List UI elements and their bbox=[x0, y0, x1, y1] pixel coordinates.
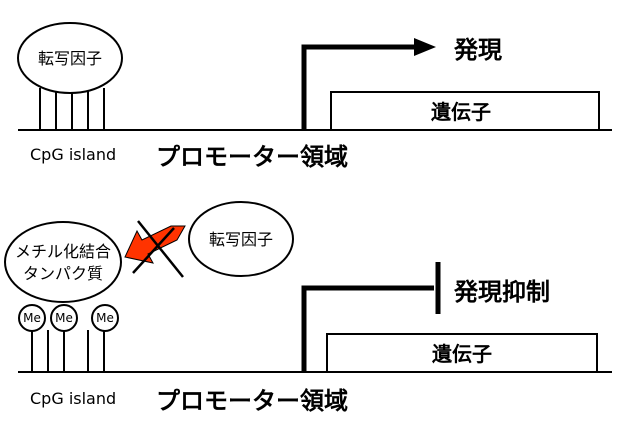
promoter-region-label: プロモーター領域 bbox=[156, 387, 348, 415]
cpg-island-ticks bbox=[31, 330, 105, 372]
gene-label: 遺伝子 bbox=[432, 342, 492, 366]
transcription-factor-ellipse bbox=[188, 201, 294, 277]
repression-line bbox=[301, 285, 434, 372]
cpg-island-label: CpG island bbox=[30, 389, 116, 408]
methyl-group-3: Me bbox=[91, 304, 119, 332]
promoter-region-label: プロモーター領域 bbox=[156, 143, 348, 171]
gene-box bbox=[326, 333, 598, 373]
methyl-binding-protein-ellipse bbox=[4, 221, 122, 303]
transcription-factor-label: 転写因子 bbox=[209, 230, 273, 249]
gene-label: 遺伝子 bbox=[431, 100, 491, 124]
methyl-binding-protein-label-line1: メチル化結合 bbox=[15, 242, 111, 261]
expression-arrow-line bbox=[301, 44, 418, 130]
methyl-group-2: Me bbox=[50, 304, 78, 332]
methyl-label: Me bbox=[55, 311, 73, 325]
bottom-panel: Me Me Me メチル化結合 タンパク質 転写因子 発現抑制 遺伝子 bbox=[4, 201, 612, 415]
methyl-group-1: Me bbox=[18, 304, 46, 332]
methyl-label: Me bbox=[23, 311, 41, 325]
methyl-label: Me bbox=[96, 311, 114, 325]
methyl-binding-protein-label-line2: タンパク質 bbox=[23, 264, 103, 283]
gene-box bbox=[330, 91, 600, 131]
cpg-island-label: CpG island bbox=[30, 145, 116, 164]
transcription-factor-label: 転写因子 bbox=[38, 49, 102, 68]
expression-arrow-head bbox=[414, 38, 436, 56]
blocked-cross-mark bbox=[132, 220, 184, 278]
blocked-binding-arrow bbox=[124, 225, 186, 264]
expression-label: 発現 bbox=[453, 36, 502, 64]
top-panel: 転写因子 発現 遺伝子 CpG island プロモーター領域 bbox=[17, 22, 612, 171]
cpg-island-ticks bbox=[39, 88, 105, 130]
transcription-factor-ellipse bbox=[17, 22, 123, 94]
repression-label: 発現抑制 bbox=[453, 278, 550, 306]
